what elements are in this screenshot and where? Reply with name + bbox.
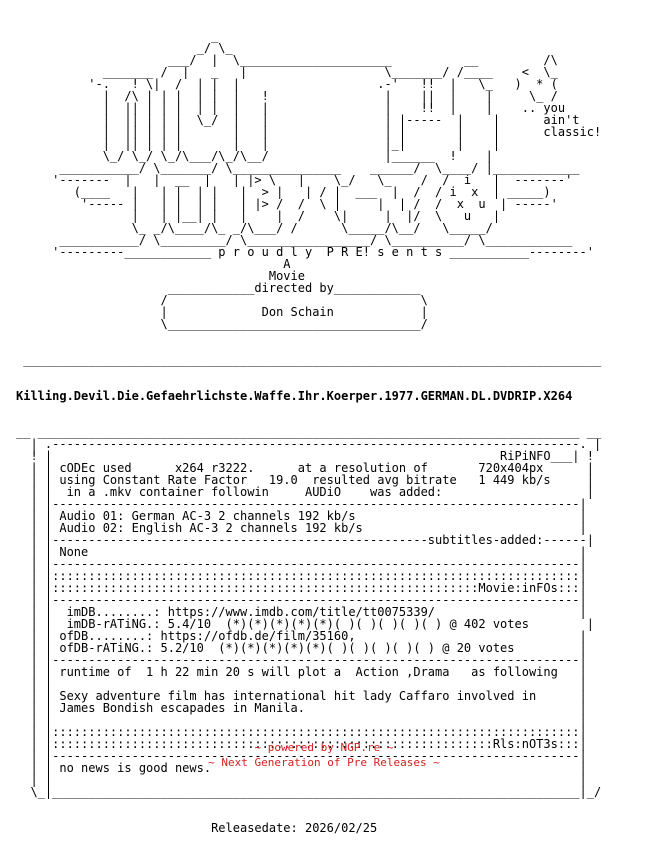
ascii-art-line: | | |__| | | | / \| | |/ \ u | [16,209,501,223]
info-box-line: | |-------------------------------------… [16,557,587,571]
info-box-line: | |:::::::::::::::::::::::::::::::::::::… [16,569,587,583]
nfo-page: { "nfo": { "art": [ " _", " _/ \\_", " _… [0,30,648,834]
ascii-art-line: | Don Schain | [16,305,428,319]
ascii-art-line: _/ \_ [16,41,233,55]
footer: ~ powered by NGP.re ~ ~ Next Generation … [0,740,648,770]
ascii-art-line: ___________/ \_______/ \_______________ … [16,161,580,175]
info-box-line: | | Sexy adventure film has internationa… [16,689,587,703]
ascii-art-line: _ [16,29,219,43]
info-box-line: | | James Bondish escapades in Manila. | [16,701,587,715]
ascii-art-line: | || | | | | | | | | | classic! [16,125,602,139]
ascii-art-line: \_/ \_/ \_/\___/\_/\__/ |______ ! | [16,149,493,163]
info-box-line: | | | [16,773,587,787]
footer-tagline: ~ Next Generation of Pre Releases ~ [208,756,440,769]
info-box-line: | | runtime of 1 h 22 min 20 s will plot… [16,665,587,679]
ascii-art-line: ___________/ \_________/ \______________… [16,233,573,247]
ascii-art-line: \_ _/\____/\_ _/\___/ / \_____/\__/ \___… [16,221,493,235]
release-title: Killing.Devil.Die.Gefaehrlichste.Waffe.I… [16,389,573,403]
info-box-line: | |:::::::::::::::::::::::::::::::::::::… [16,581,587,595]
ascii-art-line: (____ | | | | | | > | | / | ___ | / / i … [16,185,551,199]
info-box-line: | |:::::::::::::::::::::::::::::::::::::… [16,725,587,739]
info-box-line: | | using Constant Rate Factor 19.0 resu… [16,473,594,487]
info-box-line: | |-------------------------------------… [16,653,587,667]
info-box-line: __ _____________________________________… [16,425,602,439]
info-box-line: | .-------------------------------------… [16,437,602,451]
info-box-line: | | no news is good news. | [16,761,587,775]
ascii-art-line: ____________directed by____________ [16,281,421,295]
info-box-line: | | in a .mkv container followin AUDiO w… [16,485,594,499]
ascii-art-line: / \ [16,293,428,307]
release-info-box: __ _____________________________________… [16,426,640,798]
ascii-art-line: ___/ | \_____________________ __ /\ [16,53,558,67]
info-box-line: | |-------------------------------------… [16,749,587,763]
ascii-art-line: | || | | | | | |_| | | [16,137,501,151]
info-box-line: | |-------------------------------------… [16,533,594,547]
title-rule: ________________________________________… [16,353,602,367]
ascii-art-line: | || | | | \_/ | | | |----- | | ain't [16,113,580,127]
info-box-line: | |-------------------------------------… [16,497,587,511]
info-box-line: | | cODEc used x264 r3222. at a resoluti… [16,461,594,475]
info-box-line: | | imDB-rATiNG.: 5.4/10 (*)(*)(*)(*)(*)… [16,617,594,631]
ascii-art-logo: _ _/ \_ ___/ | \_____________________ __… [16,30,640,330]
ascii-art-line: Movie [16,269,305,283]
ascii-art-line: '----- | | | | | | |> / / \ | | | / / x … [16,197,558,211]
ascii-art-line: A [16,257,291,271]
ascii-art-line: '------- | | __ | | |> \ | \_/ \_ / / i … [16,173,573,187]
ascii-art-line: _______ / | _ | \_______/ /____ < \_ [16,65,558,79]
info-box-line: | | None | [16,545,587,559]
ascii-art-line: \___________________________________/ [16,317,428,331]
info-box-line: | |-------------------------------------… [16,593,587,607]
info-box-line: ! | RiPiNFO___| ! [16,449,594,463]
powered-by-link[interactable]: ~ powered by NGP.re ~ [254,741,394,754]
info-box-line: | | ofDB........: https://ofdb.de/film/3… [16,629,587,643]
info-box-line: | | | [16,713,587,727]
ascii-art-line: | || | | | | | | | | !! | | .. you [16,101,566,115]
ascii-art-line: '-. ! \| / | | | .-' !! | \_ ) * ( [16,77,558,91]
info-box-line: | | | [16,677,587,691]
info-box-line: | | ofDB-rATiNG.: 5.2/10 (*)(*)(*)(*)(*)… [16,641,587,655]
info-box-line: | | Audio 01: German AC-3 2 channels 192… [16,509,587,523]
info-box-line: | |:::::::::::::::::::::::::::::::::::::… [16,737,587,751]
info-box-line: \_|_____________________________________… [16,785,602,799]
nfo-text: _ _/ \_ ___/ | \_____________________ __… [16,6,640,846]
release-date: Releasedate: 2026/02/25 [16,821,378,835]
ascii-art-line: | /\ | | | | | | ! | || | | \_ / [16,89,558,103]
ascii-art-line: '---------____________ p r o u d l y P R… [16,245,594,259]
info-box-line: | | Audio 02: English AC-3 2 channels 19… [16,521,587,535]
info-box-line: | | imDB........: https://www.imdb.com/t… [16,605,587,619]
